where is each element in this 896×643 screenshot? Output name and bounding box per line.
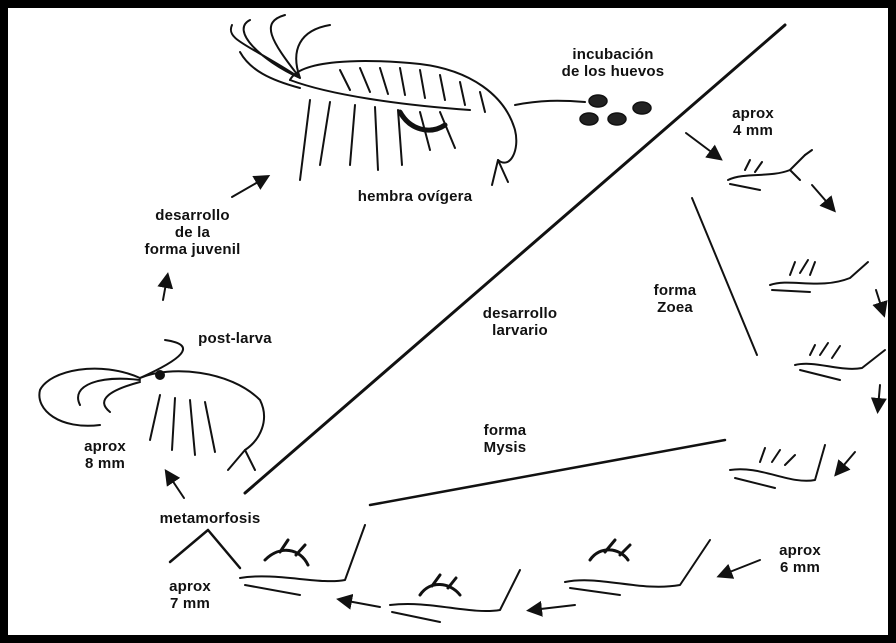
arrow-mysis-3 bbox=[342, 600, 380, 607]
label-aprox-6mm: aprox 6 mm bbox=[765, 542, 835, 576]
egg-connector-line bbox=[515, 101, 585, 105]
label-forma-mysis: forma Mysis bbox=[470, 422, 540, 456]
larva-stage-1 bbox=[728, 150, 812, 190]
ovigerous-female-shrimp bbox=[231, 15, 516, 185]
eggs bbox=[580, 95, 651, 125]
mysis-stage-2 bbox=[390, 570, 520, 622]
arrow-zoea-3-4 bbox=[878, 385, 880, 408]
label-hembra-ovigera: hembra ovígera bbox=[330, 188, 500, 205]
arrow-eggs-to-zoea bbox=[686, 133, 718, 157]
arrow-zoea-2-3 bbox=[876, 290, 883, 312]
mysis-stage-1 bbox=[565, 540, 710, 595]
arrow-zoea-1-2 bbox=[812, 185, 832, 208]
arrow-juvenile-to-female bbox=[232, 178, 265, 197]
zoea-bracket-line bbox=[692, 198, 757, 355]
larva-stage-4 bbox=[730, 445, 825, 488]
arrow-metamorfosis bbox=[168, 474, 184, 498]
arrow-mysis-1 bbox=[722, 560, 760, 575]
larva-stage-2 bbox=[770, 260, 868, 292]
label-post-larva: post-larva bbox=[180, 330, 290, 347]
label-aprox-8mm: aprox 8 mm bbox=[70, 438, 140, 472]
metamorfosis-chevron bbox=[170, 530, 240, 568]
mysis-stage-3 bbox=[240, 525, 365, 595]
mysis-bracket-line bbox=[370, 440, 725, 505]
label-incubacion: incubación de los huevos bbox=[538, 46, 688, 80]
label-desarrollo-larvario: desarrollo larvario bbox=[465, 305, 575, 339]
label-aprox-4mm: aprox 4 mm bbox=[718, 105, 788, 139]
cycle-arrows bbox=[163, 133, 883, 610]
label-aprox-7mm: aprox 7 mm bbox=[155, 578, 225, 612]
arrow-juvenile-up bbox=[163, 278, 167, 300]
arrow-zoea-to-mysis bbox=[838, 452, 855, 472]
label-desarrollo-juvenil: desarrollo de la forma juvenil bbox=[125, 207, 260, 258]
arrow-mysis-2 bbox=[532, 605, 575, 610]
label-metamorfosis: metamorfosis bbox=[140, 510, 280, 527]
larva-stage-3 bbox=[795, 343, 885, 380]
label-forma-zoea: forma Zoea bbox=[640, 282, 710, 316]
